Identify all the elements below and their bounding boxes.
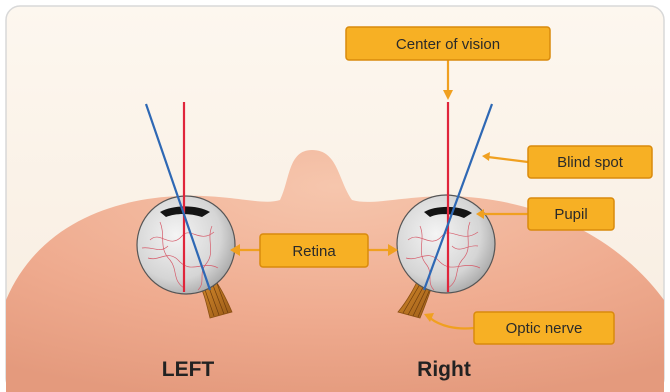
retina-label: Retina <box>292 243 336 260</box>
right-side-label: Right <box>417 358 471 381</box>
left-side-label: LEFT <box>162 358 215 381</box>
optic-nerve-label: Optic nerve <box>506 320 583 337</box>
pupil-label: Pupil <box>554 206 587 223</box>
blind-spot-label: Blind spot <box>557 154 624 171</box>
center-of-vision-label: Center of vision <box>396 36 500 53</box>
